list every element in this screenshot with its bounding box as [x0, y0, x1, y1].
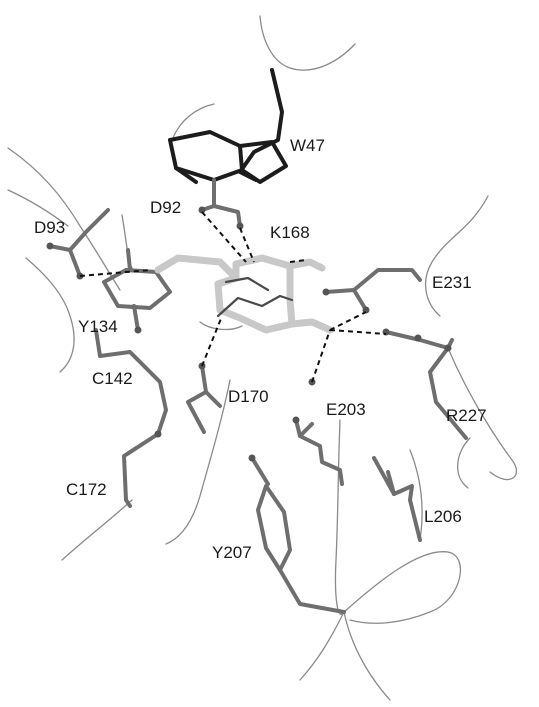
- label-e203: E203: [326, 400, 366, 419]
- backbone-trace: [259, 15, 356, 71]
- backbone-trace: [171, 103, 215, 141]
- residue-d170-structure: [186, 362, 222, 434]
- residue-c142-c172-structure: [94, 328, 168, 508]
- hydrogen-bond: [79, 269, 151, 277]
- residue-e231-structure: [322, 268, 422, 314]
- label-d92: D92: [150, 198, 182, 217]
- label-y134: Y134: [78, 317, 118, 336]
- ligand-structure: [154, 254, 334, 334]
- hydrogen-bond: [201, 211, 247, 263]
- backbone-trace: [343, 551, 462, 624]
- label-l206: L206: [424, 507, 462, 526]
- hydrogen-bond: [201, 315, 223, 367]
- backbone-trace: [447, 347, 518, 481]
- backbone-trace: [165, 379, 231, 545]
- backbone-trace: [409, 449, 423, 541]
- residue-r227-structure: [382, 328, 468, 440]
- residue-d92-structure: [198, 178, 244, 230]
- label-r227: R227: [446, 406, 487, 425]
- residue-y134-structure: [102, 248, 172, 334]
- backbone-trace: [424, 195, 489, 317]
- backbone-trace: [199, 321, 243, 331]
- residue-d93-structure: [46, 208, 110, 280]
- backbone-trace: [299, 611, 345, 681]
- backbone-trace: [334, 419, 345, 615]
- hydrogen-bond: [239, 227, 255, 263]
- label-k168: K168: [270, 223, 310, 242]
- residue-l206-structure: [372, 456, 422, 542]
- label-d93: D93: [34, 218, 66, 237]
- residue-w47-structure: [168, 68, 288, 184]
- label-c172: C172: [66, 480, 107, 499]
- backbone-trace: [456, 437, 471, 489]
- hydrogen-bonds: [79, 211, 387, 383]
- backbone-trace: [7, 189, 69, 227]
- label-w47: W47: [290, 136, 325, 155]
- residue-e203-structure: [292, 378, 344, 486]
- backbone-trace: [7, 147, 121, 291]
- residue-y207-structure: [248, 454, 346, 614]
- label-e231: E231: [432, 273, 472, 292]
- label-y207: Y207: [212, 543, 252, 562]
- hydrogen-bond: [329, 311, 367, 331]
- hydrogen-bond: [329, 329, 387, 335]
- backbone-trace: [61, 499, 133, 561]
- backbone-trace: [343, 611, 391, 701]
- hydrogen-bond: [289, 259, 307, 263]
- hydrogen-bond: [311, 329, 331, 383]
- label-c142: C142: [92, 369, 133, 388]
- backbone-trace: [25, 257, 75, 373]
- label-d170: D170: [228, 387, 269, 406]
